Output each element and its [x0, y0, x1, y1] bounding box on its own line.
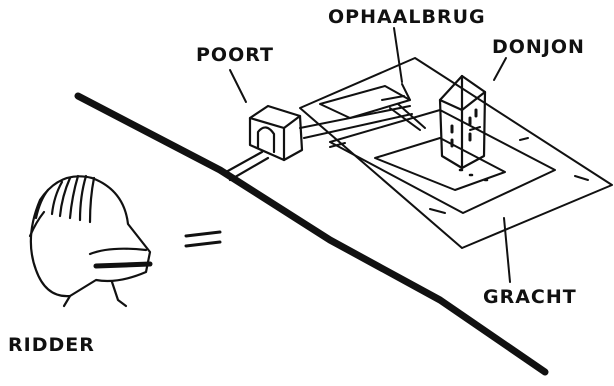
castle-gate-icon: [226, 106, 302, 180]
label-gracht: GRACHT: [483, 286, 577, 308]
moat-icon: [300, 58, 612, 248]
label-poort: POORT: [196, 44, 274, 66]
equals-sign: [186, 232, 220, 246]
label-ridder: RIDDER: [8, 334, 95, 356]
divider-line: [78, 96, 545, 372]
label-ophaalbrug: OPHAALBRUG: [328, 6, 486, 28]
keep-tower-icon: [440, 76, 485, 168]
drawbridge-icon: [300, 84, 425, 138]
label-donjon: DONJON: [492, 36, 585, 58]
knight-helmet-icon: [30, 176, 150, 306]
